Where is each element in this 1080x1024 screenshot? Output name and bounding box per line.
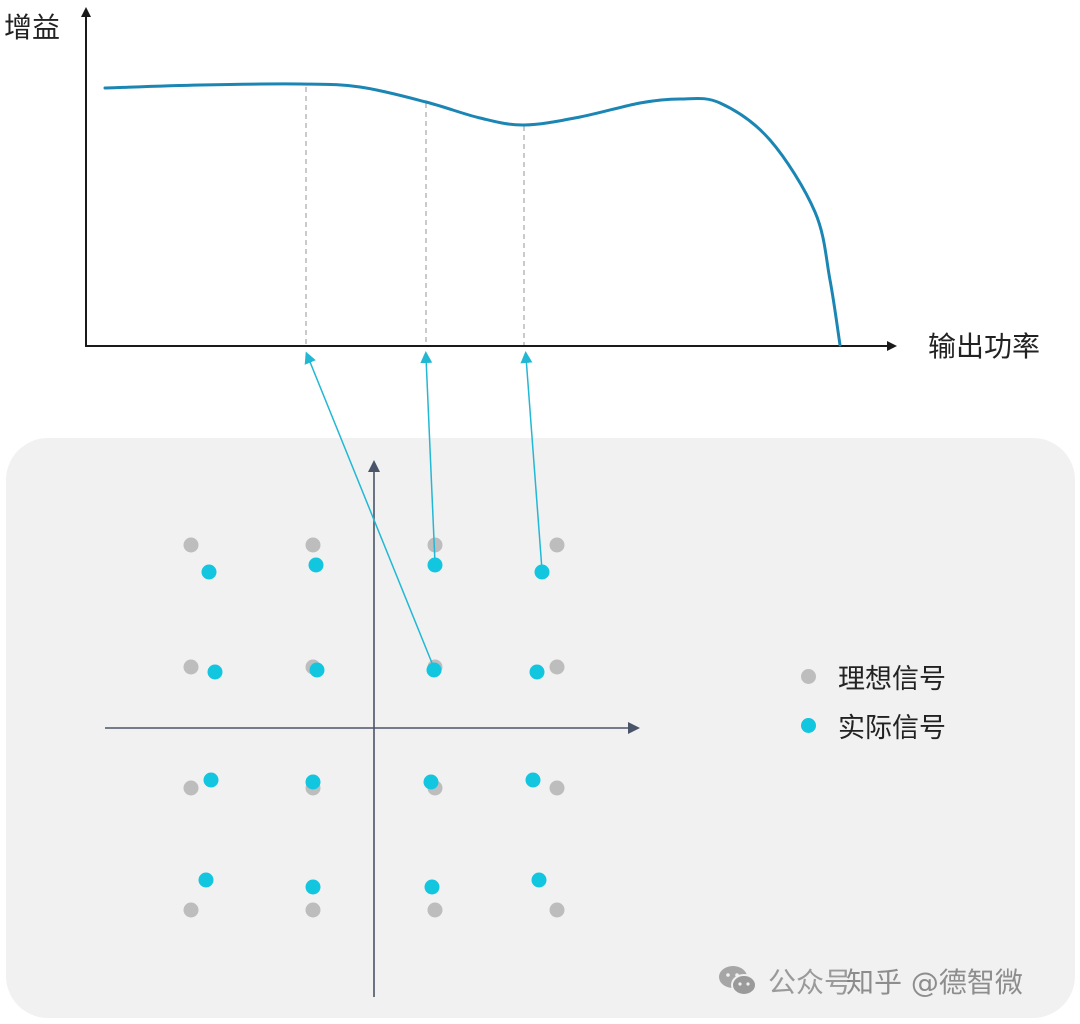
actual-point (305, 774, 321, 790)
actual-point (207, 664, 223, 680)
ideal-point (549, 780, 565, 796)
actual-point (424, 879, 440, 895)
actual-signal-points (198, 557, 550, 895)
mapping-arrow (520, 351, 543, 571)
watermark-prefix: 公众号 (768, 966, 853, 999)
watermark: 公众号 知乎 @德智微 (718, 961, 1023, 1001)
ideal-point (549, 659, 565, 675)
actual-point (203, 772, 219, 788)
wechat-icon (719, 966, 757, 996)
x-axis-label: 输出功率 (928, 330, 1041, 363)
actual-point (529, 664, 545, 680)
actual-point (426, 662, 442, 678)
operating-point-markers (305, 87, 525, 345)
ideal-point (183, 537, 199, 553)
ideal-point (183, 780, 199, 796)
constellation-axes (105, 460, 640, 997)
legend-actual-label: 实际信号 (838, 713, 946, 744)
mapping-arrow (304, 351, 435, 669)
ideal-point (305, 537, 321, 553)
ideal-point (549, 537, 565, 553)
ideal-point (549, 902, 565, 918)
legend-ideal-label: 理想信号 (838, 664, 946, 695)
mapping-arrow (420, 351, 436, 564)
watermark-overlay: 知乎 @德智微 (846, 966, 1023, 999)
gain-curve (103, 82, 842, 347)
ideal-point (183, 902, 199, 918)
actual-point (427, 557, 443, 573)
mapping-arrows (304, 351, 543, 669)
actual-point (423, 774, 439, 790)
legend-actual: 实际信号 (801, 706, 946, 745)
ideal-point (427, 537, 443, 553)
ideal-point (305, 902, 321, 918)
actual-point (531, 872, 547, 888)
actual-point (305, 879, 321, 895)
gain-chart-axes (81, 7, 897, 351)
actual-point (525, 772, 541, 788)
actual-point (308, 557, 324, 573)
actual-point (198, 872, 214, 888)
actual-point (534, 564, 550, 580)
actual-point (309, 662, 325, 678)
ideal-dot-icon (801, 669, 816, 684)
ideal-point (183, 659, 199, 675)
legend-ideal: 理想信号 (801, 657, 946, 696)
y-axis-label: 增益 (4, 11, 61, 44)
actual-point (201, 564, 217, 580)
ideal-point (427, 902, 443, 918)
actual-dot-icon (801, 718, 816, 733)
